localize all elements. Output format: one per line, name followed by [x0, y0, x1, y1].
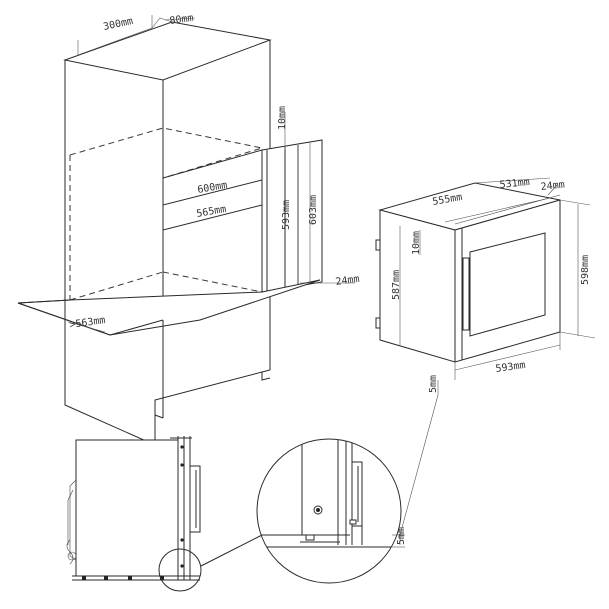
label-niche-side-gap: 24mm [335, 274, 360, 288]
label-cabinet-gap-top: 80mm [169, 13, 194, 27]
label-oven-body-height: 587mm [391, 270, 402, 300]
side-view-drawing [66, 436, 201, 581]
label-top-clearance: 10mm [277, 106, 288, 130]
label-detail-gap: 5mm [396, 527, 407, 545]
label-oven-front-width: 593mm [495, 360, 526, 375]
label-niche-height-inner: 593mm [281, 200, 292, 230]
oven-drawing [375, 177, 596, 380]
label-niche-depth: >563mm [69, 315, 106, 331]
cabinet-drawing [17, 15, 355, 446]
top-depth-dim-line [77, 15, 153, 56]
label-oven-top-gap: 10mm [411, 231, 422, 255]
label-oven-door-thickness: 24mm [540, 180, 565, 193]
label-bottom-gap: 5mm [428, 375, 439, 393]
label-niche-width-upper: 600mm [197, 180, 229, 196]
label-oven-depth-total: 531mm [499, 177, 530, 191]
label-cabinet-depth-top: 300mm [102, 16, 134, 33]
detail-zoom-circle [256, 438, 405, 584]
label-oven-front-height: 598mm [580, 255, 591, 285]
label-niche-height-outer: 603mm [308, 195, 319, 225]
detail-zoom-source [158, 548, 202, 592]
label-oven-body-depth: 555mm [432, 192, 464, 208]
label-niche-width-lower: 565mm [196, 204, 228, 220]
